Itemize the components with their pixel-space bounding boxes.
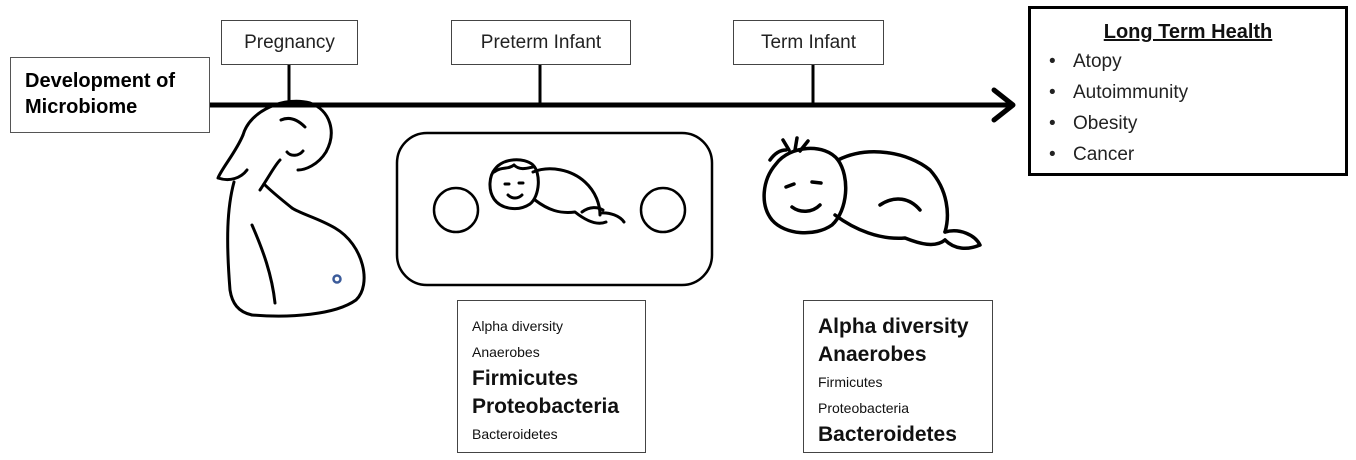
pregnant-woman-drawing: [218, 101, 364, 316]
term-taxon: Bacteroidetes: [818, 421, 992, 449]
term-baby-drawing: [764, 138, 980, 248]
outcome-item-atopy: Atopy: [1047, 46, 1345, 77]
stage-pregnancy-label: Pregnancy: [244, 32, 335, 54]
timeline-arrow: [210, 90, 1013, 120]
term-microbiome-profile: Alpha diversity Anaerobes Firmicutes Pro…: [803, 300, 993, 453]
preterm-baby-drawing: [490, 160, 624, 224]
term-taxon: Alpha diversity: [818, 313, 992, 341]
stage-term-infant-label: Term Infant: [761, 32, 856, 54]
incubator-porthole-left: [434, 188, 478, 232]
stage-preterm-infant-label: Preterm Infant: [481, 32, 601, 54]
preterm-taxon: Bacteroidetes: [472, 421, 645, 447]
stage-term-infant-box: Term Infant: [733, 20, 884, 65]
development-label-line-1: Development of: [25, 68, 209, 94]
preterm-taxon: Anaerobes: [472, 339, 645, 365]
term-taxon: Firmicutes: [818, 369, 992, 395]
long-term-health-box: Long Term Health Atopy Autoimmunity Obes…: [1028, 6, 1348, 176]
long-term-health-list: Atopy Autoimmunity Obesity Cancer: [1047, 46, 1345, 170]
stage-preterm-infant-box: Preterm Infant: [451, 20, 631, 65]
development-label-line-2: Microbiome: [25, 94, 209, 120]
term-taxon: Anaerobes: [818, 341, 992, 369]
stage-pregnancy-box: Pregnancy: [221, 20, 358, 65]
outcome-item-obesity: Obesity: [1047, 108, 1345, 139]
preterm-taxon: Firmicutes: [472, 365, 645, 393]
preterm-taxon: Proteobacteria: [472, 393, 645, 421]
term-taxon: Proteobacteria: [818, 395, 992, 421]
outcome-item-autoimmunity: Autoimmunity: [1047, 77, 1345, 108]
development-of-microbiome-box: Development of Microbiome: [10, 57, 210, 133]
long-term-health-title: Long Term Health: [1031, 21, 1345, 44]
preterm-taxon: Alpha diversity: [472, 313, 645, 339]
outcome-item-cancer: Cancer: [1047, 139, 1345, 170]
preterm-microbiome-profile: Alpha diversity Anaerobes Firmicutes Pro…: [457, 300, 646, 453]
incubator-porthole-right: [641, 188, 685, 232]
